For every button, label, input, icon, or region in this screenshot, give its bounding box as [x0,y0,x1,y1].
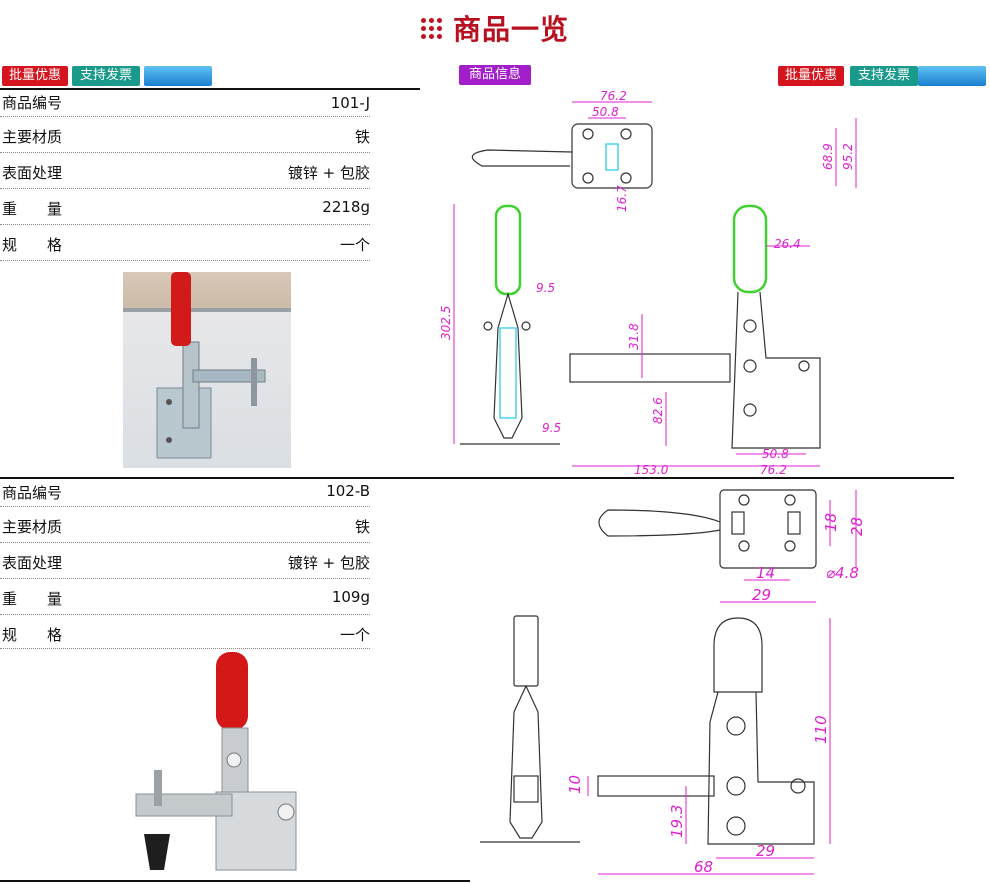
product-photo-1 [123,272,291,468]
spec-value: 一个 [339,626,370,644]
dimension-label: 153.0 [634,463,669,477]
spec-value: 镀锌 + 包胶 [287,164,370,182]
dimension-label: 18 [822,513,840,532]
spec-label: 表面处理 [2,554,63,572]
spec-label: 重 量 [2,590,63,608]
spec-value: 镀锌 + 包胶 [287,554,370,572]
invoice-badge-right[interactable]: 支持发票 [850,66,918,86]
spec-value: 铁 [354,518,370,536]
dimension-label: 68.9 [821,143,835,170]
spec-value: 109g [331,588,370,606]
technical-drawing-1: 76.2 50.8 68.9 95.2 16.7 26.4 9.5 302.5 … [439,89,857,477]
dimension-label: 16.7 [615,185,629,212]
page-header: 商品一览 [0,8,990,48]
spec-label: 表面处理 [2,164,63,182]
spec-value: 铁 [354,128,370,146]
spec-label: 规 格 [2,626,63,644]
spec-label: 商品编号 [2,94,63,112]
dimension-label: 19.3 [668,805,686,838]
spec-value: 2218g [322,198,370,216]
dimension-label: 9.5 [542,421,561,435]
spec-label: 重 量 [2,200,63,218]
blue-badge[interactable] [144,66,212,86]
dimension-label: 10 [566,775,584,794]
bulk-discount-badge-right[interactable]: 批量优惠 [778,66,844,86]
spec-value: 一个 [339,236,370,254]
page-title: 商品一览 [453,13,570,46]
dimension-label: 29 [752,586,771,604]
bulk-discount-badge[interactable]: 批量优惠 [2,66,68,86]
dimension-label: 95.2 [841,143,855,170]
dimension-label: 14 [756,564,775,582]
section-rule [0,88,420,90]
section-rule [0,880,470,882]
dimension-label: 76.2 [760,463,787,477]
dimension-label: 50.8 [592,105,619,119]
header-dots-icon [420,17,442,39]
invoice-badge[interactable]: 支持发票 [72,66,140,86]
dimension-label: 31.8 [627,323,641,350]
spec-label: 主要材质 [2,518,63,536]
spec-label: 规 格 [2,236,63,254]
dimension-label: 68 [694,858,713,876]
dimension-label: 76.2 [600,89,627,103]
dimension-label: 302.5 [439,306,453,340]
spec-label: 商品编号 [2,484,63,502]
dimension-label: 82.6 [651,397,665,424]
section-rule [0,477,954,479]
spec-label: 主要材质 [2,128,63,146]
spec-value: 101-J [330,94,370,112]
dimension-label: ⌀4.8 [826,564,859,582]
dimension-label: 29 [756,842,775,860]
dimension-label: 50.8 [762,447,789,461]
product-info-badge: 商品信息 [459,65,531,85]
dimension-label: 110 [812,715,830,744]
dimension-label: 28 [848,517,866,536]
dimension-label: 9.5 [536,281,555,295]
product-photo-2 [126,652,304,876]
dimension-label: 26.4 [774,237,801,251]
blue-badge-right[interactable] [918,66,986,86]
spec-value: 102-B [326,482,370,500]
technical-drawing-2: 18 28 14 ⌀4.8 29 110 10 19.3 29 68 [480,489,866,876]
